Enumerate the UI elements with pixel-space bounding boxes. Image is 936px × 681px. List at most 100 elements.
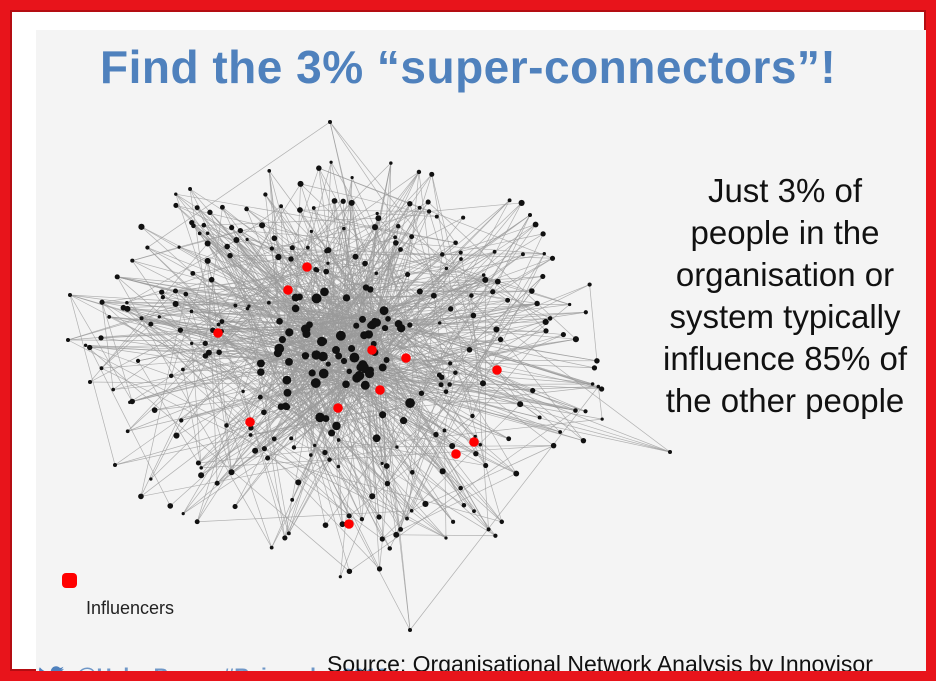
network-edge <box>132 260 181 331</box>
side-text-line: Just 3% of <box>707 172 863 209</box>
network-edge <box>240 230 545 255</box>
network-node <box>219 319 225 324</box>
network-node <box>228 469 235 476</box>
network-edge <box>450 200 510 310</box>
network-edge <box>400 377 443 530</box>
network-node <box>318 368 329 379</box>
network-node <box>375 211 379 216</box>
network-node <box>316 336 327 347</box>
influencer-node <box>245 417 255 427</box>
network-node <box>194 205 200 211</box>
network-node <box>572 336 579 343</box>
network-edge <box>317 236 396 271</box>
network-node <box>323 268 330 275</box>
network-node <box>405 516 409 521</box>
network-node <box>439 468 446 475</box>
network-edge <box>324 276 543 293</box>
network-edge <box>175 205 498 282</box>
network-edge <box>366 338 576 371</box>
network-edge <box>336 425 401 530</box>
network-node <box>139 316 144 321</box>
network-edge <box>364 385 401 530</box>
network-node <box>83 343 88 347</box>
source-caption: Source: Organisational Network Analysis … <box>327 651 873 677</box>
network-node <box>360 380 370 390</box>
network-edge <box>147 121 331 248</box>
network-edge <box>196 339 283 522</box>
network-node <box>399 417 408 425</box>
network-edge <box>101 302 114 390</box>
network-node <box>416 288 423 295</box>
network-node <box>232 504 238 510</box>
network-node <box>352 253 359 260</box>
network-node <box>237 227 244 234</box>
network-edge <box>419 200 510 292</box>
network-edge <box>203 224 325 293</box>
network-edge <box>327 262 508 301</box>
network-edge <box>67 339 251 436</box>
network-node <box>534 300 540 307</box>
network-node <box>444 266 449 271</box>
network-edge <box>69 294 296 309</box>
network-edge <box>112 171 420 390</box>
network-edge <box>189 188 389 320</box>
network-edge <box>439 276 544 376</box>
network-edge <box>359 375 603 420</box>
footer-handle: @HelenBevan #Rainmaker2019 <box>76 665 389 681</box>
network-edge <box>345 383 509 440</box>
network-node <box>397 324 406 333</box>
network-node <box>568 302 572 307</box>
network-node <box>322 415 330 422</box>
network-node <box>466 347 473 353</box>
network-edge <box>345 384 398 448</box>
network-node <box>379 411 387 419</box>
network-node <box>407 322 413 328</box>
network-node <box>549 255 556 261</box>
network-node <box>599 386 605 392</box>
network-node <box>443 389 449 394</box>
network-node <box>205 231 210 235</box>
network-node <box>151 407 158 414</box>
network-node <box>208 276 215 283</box>
network-node <box>350 175 354 180</box>
network-edge <box>85 344 593 385</box>
network-node <box>99 366 104 371</box>
network-edge <box>203 224 371 290</box>
network-node <box>469 293 474 298</box>
network-node <box>174 192 178 196</box>
network-edge <box>265 194 283 340</box>
network-edge <box>335 311 586 351</box>
network-node <box>583 409 588 414</box>
network-edge <box>175 290 232 473</box>
network-edge <box>242 391 286 539</box>
network-node <box>87 344 93 351</box>
network-node <box>558 430 563 434</box>
network-edge <box>395 384 451 535</box>
network-edge <box>338 322 440 467</box>
network-edge <box>431 174 484 384</box>
network-edge <box>372 214 531 326</box>
network-node <box>177 327 184 333</box>
network-edge <box>286 354 317 381</box>
network-node <box>128 400 132 404</box>
network-edge <box>389 329 497 549</box>
network-edge <box>114 348 280 466</box>
network-node <box>283 388 292 397</box>
network-node <box>346 568 353 575</box>
network-edge <box>316 298 324 342</box>
network-node <box>442 428 447 433</box>
network-node <box>362 260 368 267</box>
network-edge <box>305 355 426 505</box>
network-node <box>453 370 458 375</box>
network-node <box>342 380 350 389</box>
network-edge <box>444 430 447 538</box>
network-edge <box>445 214 531 392</box>
network-edge <box>123 290 532 309</box>
network-node <box>470 312 477 319</box>
network-node <box>518 199 525 206</box>
influencer-node <box>367 345 377 355</box>
network-node <box>276 317 283 325</box>
network-node <box>438 382 444 388</box>
network-edge <box>300 183 437 217</box>
network-node <box>339 521 346 528</box>
